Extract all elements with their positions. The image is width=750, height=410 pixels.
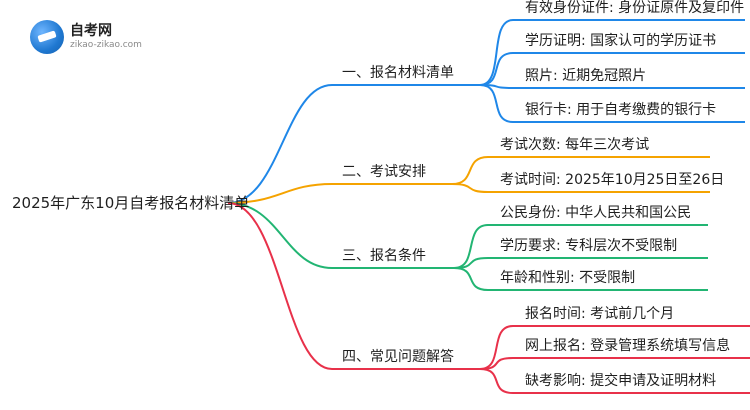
branch-label: 四、常见问题解答 [342, 349, 454, 365]
leaf-label: 年龄和性别: 不受限制 [500, 270, 636, 286]
leaf-connector [479, 84, 745, 89]
leaf-connector [479, 368, 750, 394]
branch-label: 三、报名条件 [342, 248, 426, 264]
leaf-label: 公民身份: 中华人民共和国公民 [500, 205, 692, 221]
leaf-label: 网上报名: 登录管理系统填写信息 [525, 338, 731, 354]
leaf-connector [479, 52, 745, 86]
leaf-connector [451, 183, 710, 193]
leaf-label: 学历证明: 国家认可的学历证书 [525, 33, 717, 49]
leaf-connector [479, 325, 750, 370]
branch-connector [227, 183, 452, 204]
leaf-label: 考试时间: 2025年10月25日至26日 [500, 172, 725, 188]
leaf-label: 学历要求: 专科层次不受限制 [500, 238, 678, 254]
leaf-label: 照片: 近期免冠照片 [525, 68, 647, 84]
leaf-connector [479, 84, 745, 123]
branch-connector [227, 84, 480, 204]
branch-label: 二、考试安排 [342, 164, 426, 180]
leaf-connector [453, 257, 708, 269]
root-topic: 2025年广东10月自考报名材料清单 [12, 194, 250, 212]
leaf-connector [451, 156, 710, 185]
logo-title: 自考网 [70, 23, 112, 39]
branch-connector [227, 202, 480, 370]
leaf-connector [453, 224, 708, 269]
leaf-label: 银行卡: 用于自考缴费的银行卡 [525, 102, 717, 118]
leaf-label: 缺考影响: 提交申请及证明材料 [525, 373, 717, 389]
graduation-cap-icon [30, 20, 64, 54]
leaf-label: 报名时间: 考试前几个月 [525, 306, 675, 322]
leaf-connector [479, 19, 745, 86]
site-logo[interactable]: 自考网 zikao-zikao.com [30, 18, 150, 58]
leaf-connector [453, 267, 708, 291]
leaf-label: 有效身份证件: 身份证原件及复印件 [525, 0, 745, 16]
branch-label: 一、报名材料清单 [342, 65, 454, 81]
logo-url: zikao-zikao.com [70, 40, 142, 50]
branch-connector [227, 202, 454, 269]
leaf-label: 考试次数: 每年三次考试 [500, 137, 650, 153]
leaf-connector [479, 357, 750, 370]
